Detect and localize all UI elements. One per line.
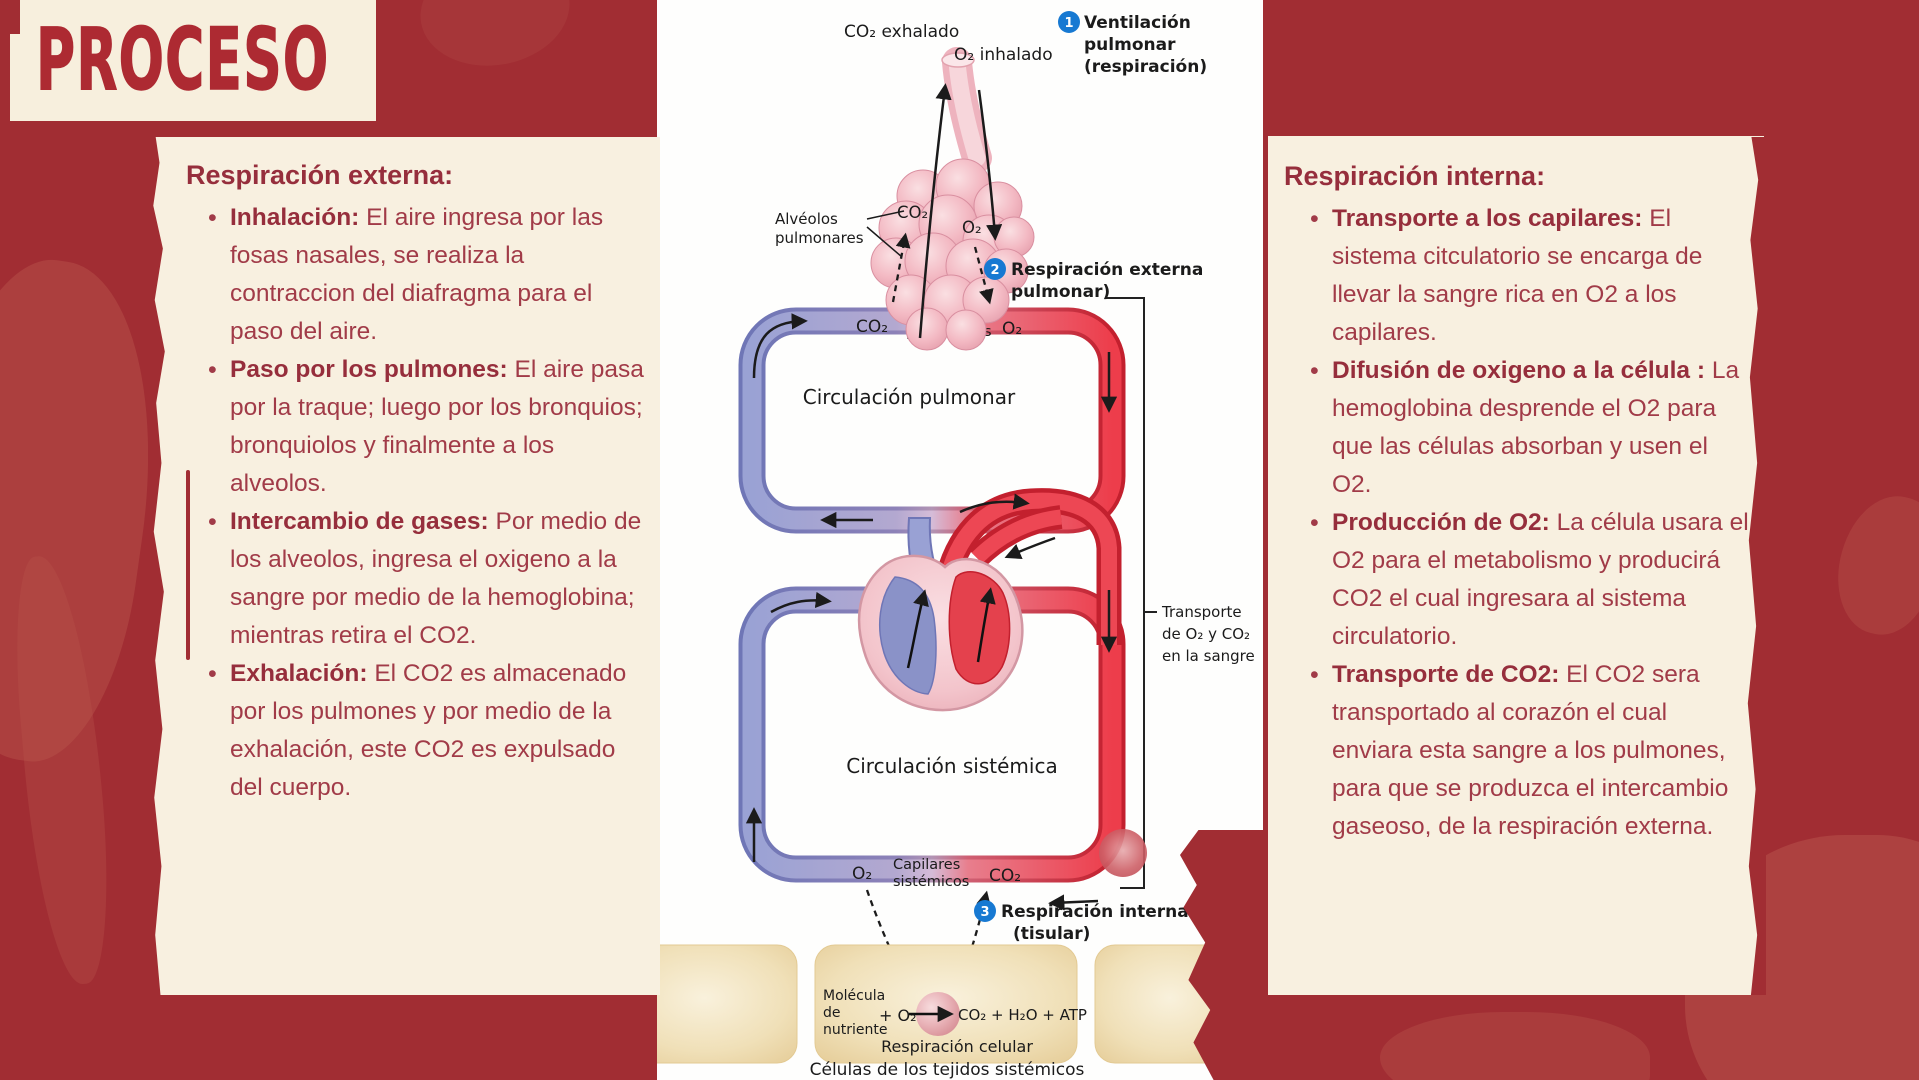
transporte-line1: Transporte [1161,603,1242,621]
sist-o2-label: O₂ [852,864,872,884]
step2-number: 2 [990,263,999,278]
molecula-line1: Molécula [823,988,885,1004]
bullet-dot: • [208,508,217,536]
bullet-dot: • [1310,357,1319,385]
list-item: • Paso por los pulmones: El aire pasa po… [208,351,652,503]
grunge-blob-right [1826,486,1919,644]
grunge-blob-top [411,0,579,78]
right-panel-heading: Respiración interna: [1284,161,1546,191]
list-item: • Transporte de CO2: El CO2 sera transpo… [1310,656,1754,846]
respiracion-celular-label: Respiración celular [881,1037,1033,1056]
bullet-text: Por medio de los alveolos, ingresa el ox… [230,508,642,649]
page-title: PROCESO [36,9,330,111]
bullet-text: El aire pasa por la traque; luego por lo… [230,356,644,497]
transporte-line3: en la sangre [1162,647,1255,665]
red-dot-decoration [1099,829,1147,877]
bullet-dot: • [208,356,217,384]
step2-line1: Respiración externa [1011,260,1203,280]
step1-line2: pulmonar [1084,35,1176,55]
cellular-respiration: Molécula de nutriente + O₂ CO₂ + H₂O + A… [810,988,1087,1080]
bullet-lead: Intercambio de gases: [230,508,496,535]
diagram-panel: CO₂ Capilares pulmonares O₂ Circulación … [611,0,1263,1080]
step2-respiracion-externa: 2 Respiración externa pulmonar) [984,258,1203,302]
bullet-lead: Exhalación: [230,660,375,687]
bullet-text: El sistema citculatorio se encarga de ll… [1332,205,1703,346]
bullet-lead: Inhalación: [230,204,367,231]
list-item: • Exhalación: El CO2 es almacenado por l… [208,655,652,807]
respiration-diagram: CO₂ Capilares pulmonares O₂ Circulación … [611,11,1255,1080]
transporte-line2: de O₂ y CO₂ [1162,625,1250,643]
bullet-lead: Transporte a los capilares: [1332,205,1650,232]
alveoli-labels: Alvéolos pulmonares CO₂ O₂ [775,203,982,258]
aorta-vessel [933,488,1122,645]
bullet-dot: • [208,204,217,232]
transport-bracket: Transporte de O₂ y CO₂ en la sangre [1105,297,1255,889]
products-label: CO₂ + H₂O + ATP [958,1006,1087,1024]
bullet-lead: Producción de O2: [1332,509,1557,536]
list-item: • Intercambio de gases: Por medio de los… [208,503,652,655]
step1-line3: (respiración) [1084,57,1207,77]
alveolos-line1: Alvéolos [775,210,838,228]
step3-line1: Respiración interna [1001,902,1189,922]
celulas-tejidos-label: Células de los tejidos sistémicos [810,1060,1085,1080]
molecula-line2: de [823,1005,841,1021]
pulmonary-veins-vessel [968,505,1063,567]
step1-line1: Ventilación [1084,13,1191,33]
list-item: • Producción de O2: La célula usara el O… [1310,504,1754,656]
left-panel-heading: Respiración externa: [186,160,454,190]
molecula-line3: nutriente [823,1022,887,1038]
o2-inhalado-label: O₂ inhalado [954,45,1053,65]
bullet-text: La célula usara el O2 para el metabolism… [1332,509,1749,650]
ventilation-arrows [918,83,1003,339]
bullet-lead: Transporte de CO2: [1332,661,1567,688]
step3-respiracion-interna: 3 Respiración interna (tisular) [974,900,1189,944]
bullet-lead: Difusión de oxigeno a la célula : [1332,357,1712,384]
bullet-text: La hemoglobina desprende el O2 para que … [1332,357,1740,498]
trachea [941,47,992,173]
pulm-o2-label: O₂ [1002,319,1022,339]
plus-o2-label: + O₂ [879,1006,917,1025]
circulacion-pulmonar-label: Circulación pulmonar [803,385,1016,409]
bullet-text: El CO2 es almacenado por los pulmones y … [230,660,627,801]
bullet-lead: Paso por los pulmones: [230,356,515,383]
capilares-sistemicos-line1: Capilares [893,857,960,873]
circulacion-sistemica-label: Circulación sistémica [846,754,1057,778]
left-bullet-list: • Inhalación: El aire ingresa por las fo… [152,199,660,807]
grunge-blob-bottom-center [1380,1012,1650,1080]
left-panel-paint-sliver [186,470,190,660]
bullet-dot: • [1310,509,1319,537]
list-item: • Difusión de oxigeno a la célula : La h… [1310,352,1754,504]
co2-exhalado-label: CO₂ exhalado [844,22,959,42]
title-corner-notch [0,0,20,34]
step1-ventilacion: 1 Ventilación pulmonar (respiración) [1058,11,1207,77]
internal-respiration-panel: Respiración interna: • Transporte a los … [1268,136,1764,995]
capilares-sistemicos-line2: sistémicos [893,874,969,890]
alveolos-line2: pulmonares [775,229,864,247]
alveoli-co2-label: CO₂ [897,203,928,222]
pulm-co2-label: CO₂ [856,317,888,337]
step1-number: 1 [1064,16,1073,31]
bullet-text: El CO2 sera transportado al corazón el c… [1332,661,1729,840]
right-bullet-list: • Transporte a los capilares: El sistema… [1268,200,1764,846]
step3-line2: (tisular) [1013,924,1090,944]
sist-co2-label: CO₂ [989,866,1021,886]
title-card: PROCESO [10,0,376,121]
step3-number: 3 [980,905,989,920]
external-respiration-panel: Respiración externa: • Inhalación: El ai… [152,137,660,995]
bullet-dot: • [1310,661,1319,689]
step2-line2: pulmonar) [1011,282,1110,302]
bullet-text: El aire ingresa por las fosas nasales, s… [230,204,604,345]
list-item: • Inhalación: El aire ingresa por las fo… [208,199,652,351]
list-item: • Transporte a los capilares: El sistema… [1310,200,1754,352]
bullet-dot: • [1310,205,1319,233]
bullet-dot: • [208,660,217,688]
alveoli-o2-label: O₂ [962,218,982,237]
ventilation-labels: CO₂ exhalado O₂ inhalado [844,22,1053,65]
heart [857,517,1024,712]
flow-arrows [745,313,1118,911]
